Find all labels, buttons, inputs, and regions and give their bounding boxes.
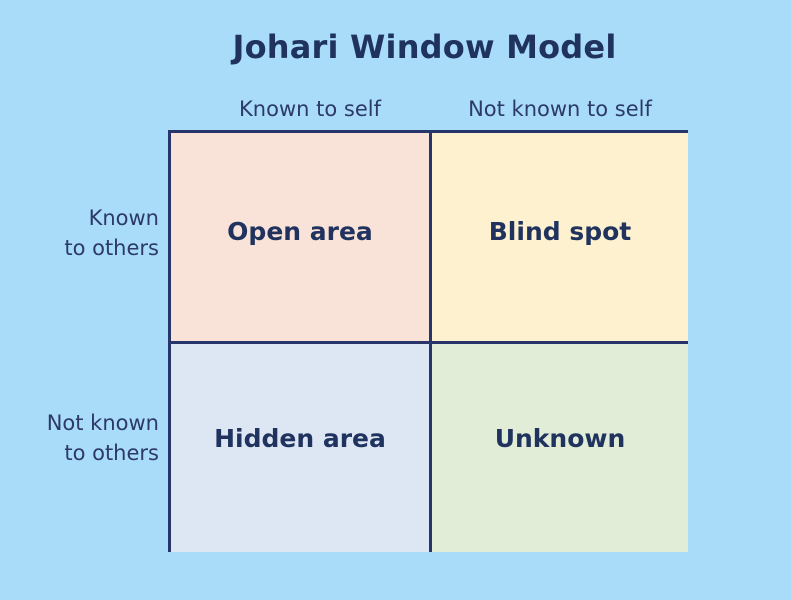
quadrant-open-area: Open area — [171, 133, 429, 341]
row-label-line: to others — [64, 441, 159, 465]
quadrant-hidden-area: Hidden area — [171, 344, 429, 552]
quadrant-unknown: Unknown — [432, 344, 688, 552]
column-label-known-to-self: Known to self — [239, 97, 381, 121]
row-label-line: to others — [64, 236, 159, 260]
quadrant-label: Unknown — [494, 424, 626, 453]
row-label-not-known-to-others: Not known to others — [47, 408, 159, 468]
row-label-known-to-others: Known to others — [64, 203, 159, 263]
row-label-line: Not known — [46, 411, 159, 435]
johari-grid: Open area Blind spot Hidden area Unknown — [168, 130, 688, 552]
quadrant-label: Open area — [227, 217, 373, 246]
quadrant-label: Blind spot — [488, 217, 632, 246]
quadrant-label: Hidden area — [214, 424, 386, 453]
row-label-line: Known — [88, 206, 159, 230]
column-label-not-known-to-self: Not known to self — [468, 97, 652, 121]
diagram-title: Johari Window Model — [232, 28, 617, 66]
quadrant-blind-spot: Blind spot — [432, 133, 688, 341]
